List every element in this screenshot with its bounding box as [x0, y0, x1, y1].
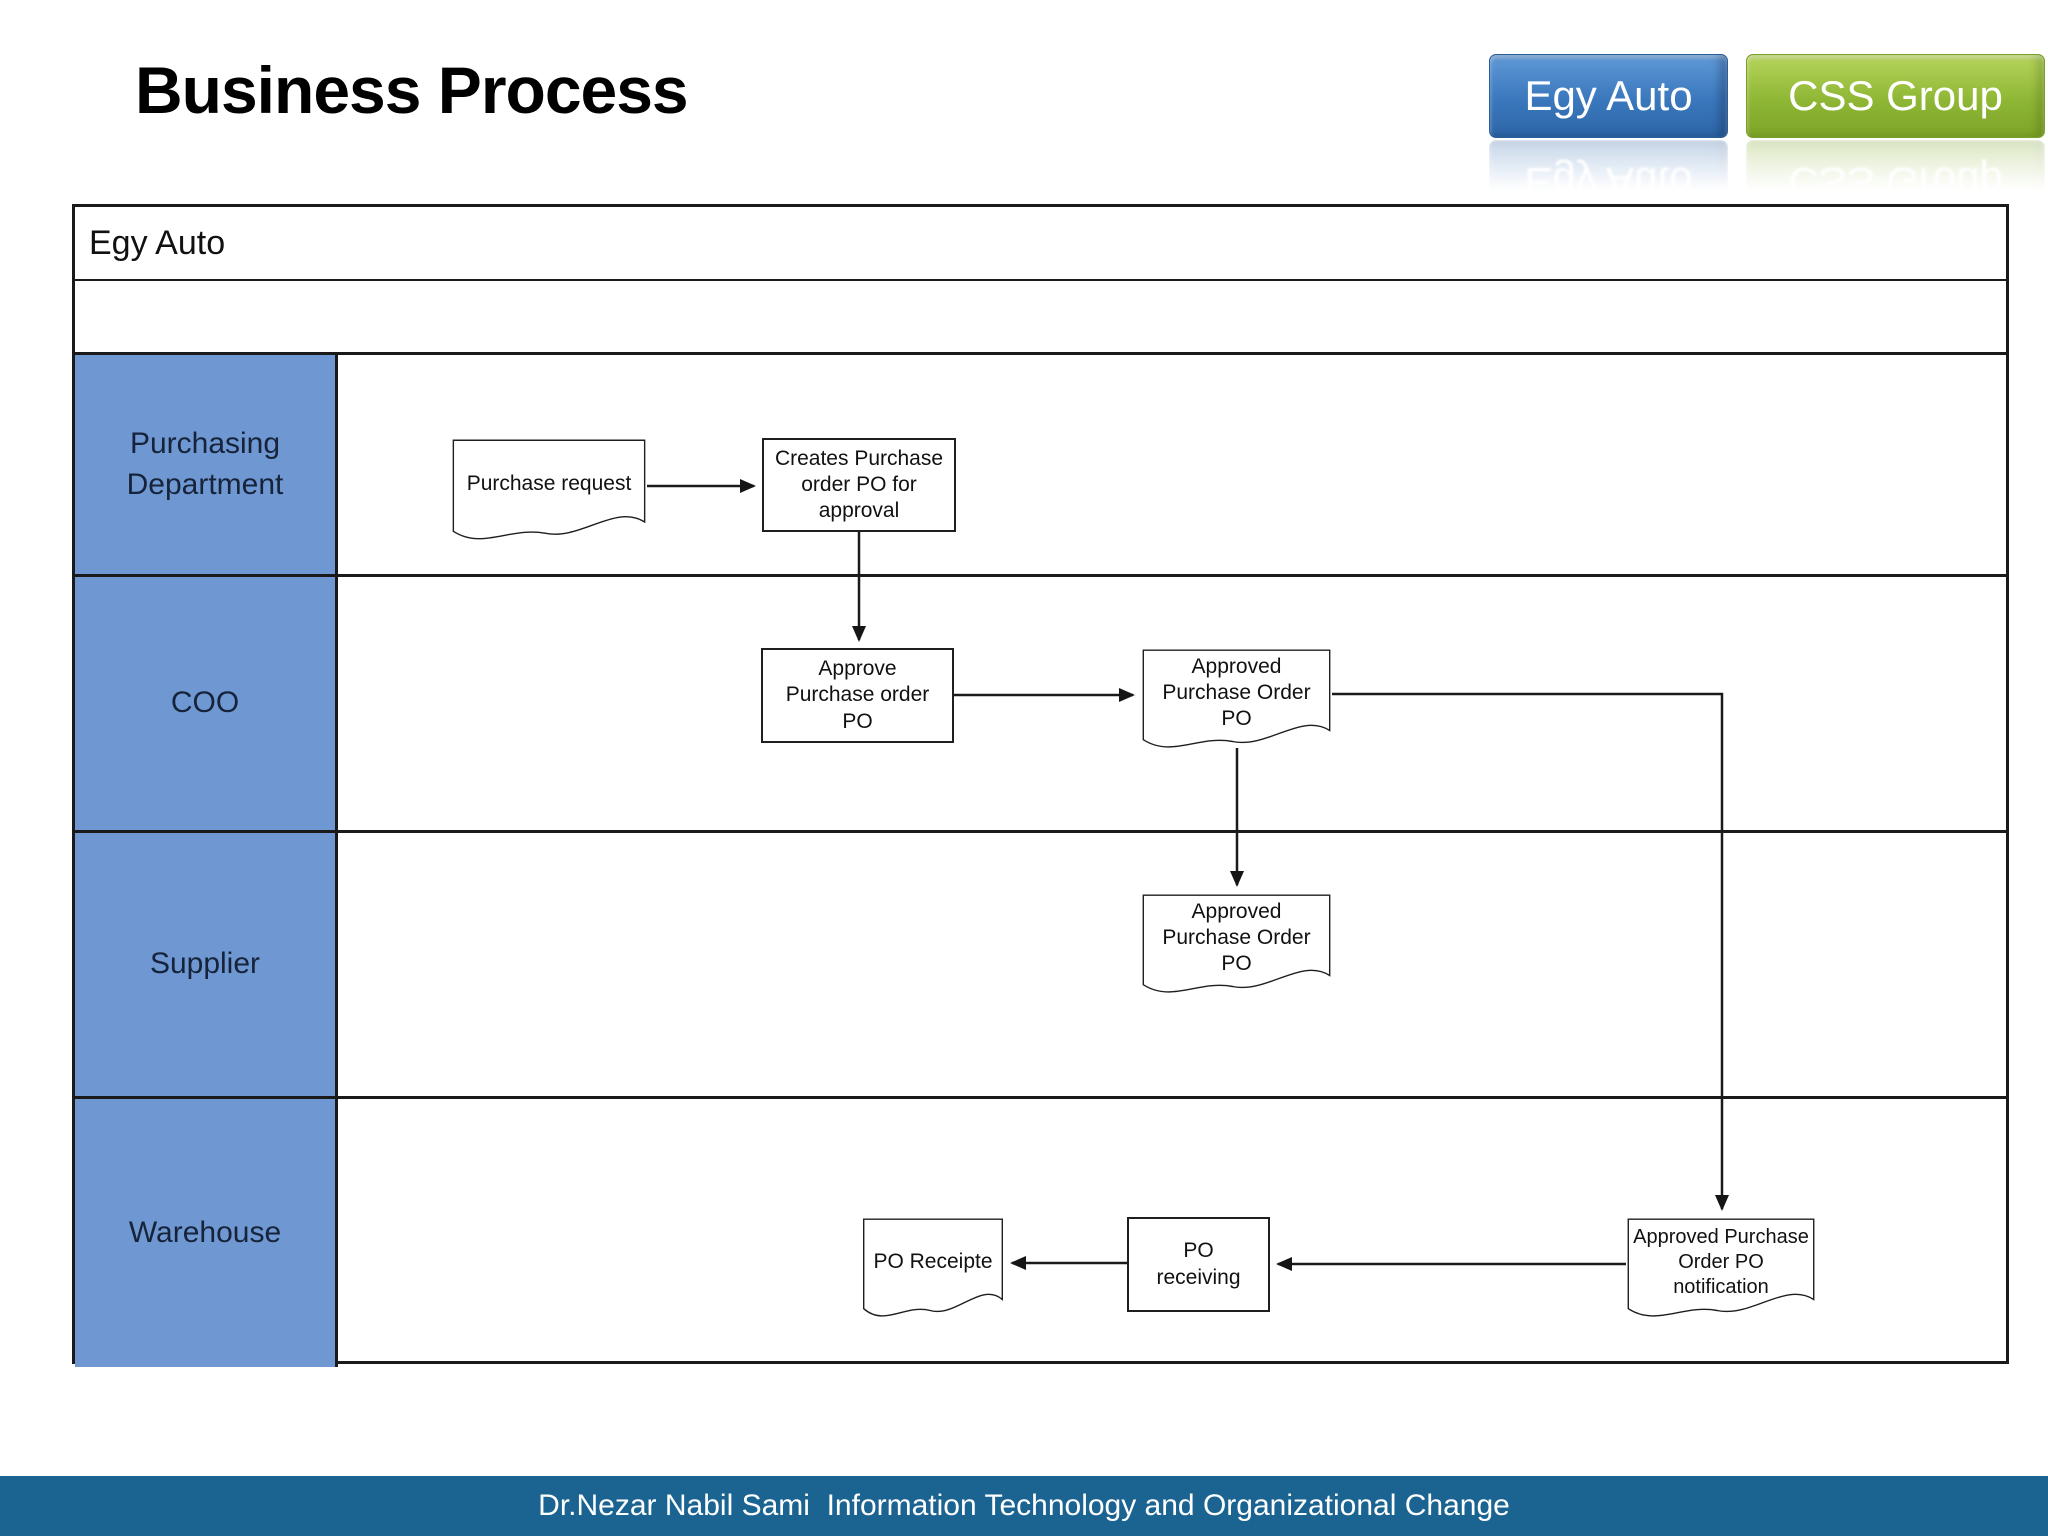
flow-process-label: PO receiving — [1156, 1239, 1241, 1289]
flow-doc-label: Approved Purchase Order PO — [1162, 654, 1311, 731]
flow-doc-approved-po-coo: Approved Purchase Order PO — [1141, 648, 1332, 758]
lane-supplier: Supplier — [75, 830, 2006, 1096]
lane-warehouse: Warehouse — [75, 1096, 2006, 1367]
flow-doc-approved-po-supplier: Approved Purchase Order PO — [1141, 893, 1332, 1003]
lane-label-purchasing-department: Purchasing Department — [75, 355, 338, 574]
footer-text: Dr.Nezar Nabil Sami Information Technolo… — [538, 1489, 1510, 1522]
flow-process-label: Creates Purchase order PO for approval — [774, 446, 944, 523]
footer-bar: Dr.Nezar Nabil Sami Information Technolo… — [0, 1476, 2048, 1536]
css-group-button[interactable]: CSS Group — [1746, 54, 2045, 138]
flow-doc-purchase-request: Purchase request — [451, 438, 647, 550]
flow-process-label: Approve Purchase order PO — [785, 657, 930, 733]
lane-label-warehouse: Warehouse — [75, 1099, 338, 1367]
page-title: Business Process — [135, 53, 689, 127]
lane-purchasing-department: Purchasing Department — [75, 355, 2006, 574]
flow-process-creates-po: Creates Purchase order PO for approval — [762, 438, 956, 532]
flow-doc-label: Purchase request — [466, 471, 632, 495]
diagram-title-row: Egy Auto — [75, 207, 2006, 281]
flow-process-po-receiving: PO receiving — [1127, 1217, 1270, 1312]
lane-label-supplier: Supplier — [75, 833, 338, 1096]
flow-process-approve-po: Approve Purchase order PO — [761, 648, 954, 743]
egy-auto-button[interactable]: Egy Auto — [1489, 54, 1728, 138]
diagram-subtitle-row — [75, 281, 2006, 355]
flow-doc-po-receipte: PO Receipte — [862, 1217, 1004, 1327]
lane-coo: COO — [75, 574, 2006, 830]
lane-label-coo: COO — [75, 577, 338, 830]
flow-doc-approved-po-notification: Approved Purchase Order PO notification — [1626, 1217, 1816, 1327]
flow-doc-label: Approved Purchase Order PO notification — [1633, 1225, 1809, 1298]
flow-doc-label: Approved Purchase Order PO — [1162, 899, 1311, 976]
flow-doc-label: PO Receipte — [873, 1249, 993, 1273]
swimlane-frame: Egy Auto Purchasing Department COO Suppl… — [72, 204, 2009, 1367]
